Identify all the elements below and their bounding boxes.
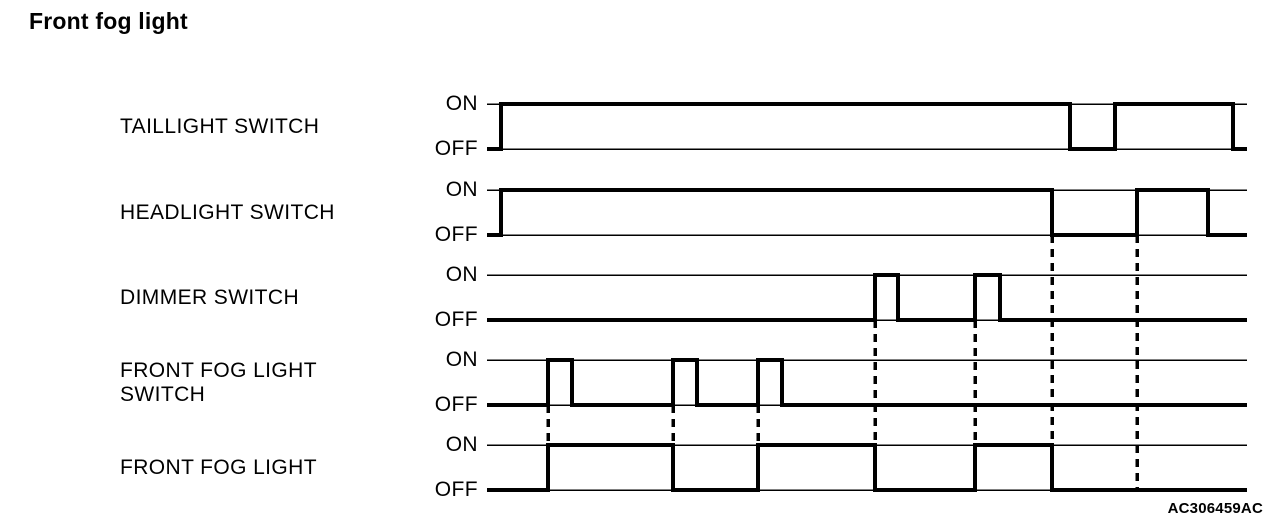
on-level-label: ON [445, 348, 478, 371]
signal-trace [487, 443, 1247, 492]
on-level-label: ON [445, 92, 478, 115]
signal-trace [487, 102, 1247, 151]
signal-trace [487, 188, 1247, 237]
signal-trace [487, 358, 1247, 407]
off-level-label: OFF [434, 223, 478, 246]
on-level-label: ON [445, 263, 478, 286]
signal-trace [487, 273, 1247, 322]
on-level-label: ON [445, 178, 478, 201]
off-level-label: OFF [434, 393, 478, 416]
signal-label: TAILLIGHT SWITCH [120, 114, 320, 138]
signal-label: FRONT FOG LIGHT [120, 455, 317, 479]
signal-label: DIMMER SWITCH [120, 285, 300, 309]
figure-code: AC306459AC [1167, 500, 1263, 517]
signal-label: HEADLIGHT SWITCH [120, 200, 335, 224]
off-level-label: OFF [434, 137, 478, 160]
on-level-label: ON [445, 433, 478, 456]
page-title: Front fog light [29, 8, 188, 34]
off-level-label: OFF [434, 478, 478, 501]
off-level-label: OFF [434, 308, 478, 331]
